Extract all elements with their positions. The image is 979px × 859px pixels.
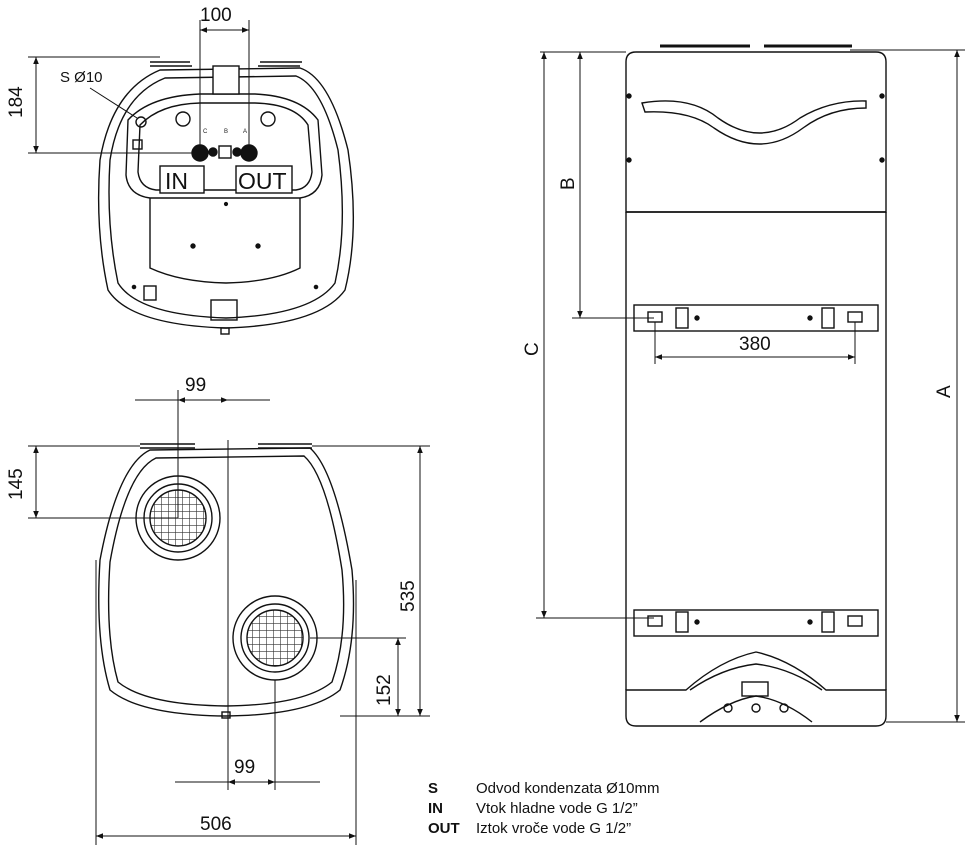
inlet-label-box <box>159 165 205 194</box>
legend-text: Iztok vroče vode G 1/2” <box>476 820 632 837</box>
legend-key: S <box>428 780 439 797</box>
legend-row-outlet: OUT Iztok vroče vode G 1/2” <box>428 819 659 839</box>
legend-row-inlet: IN Vtok hladne vode G 1/2” <box>428 799 659 819</box>
legend-key: IN <box>428 800 443 817</box>
outlet-label: OUT <box>238 168 287 194</box>
dim-bracket: 380 <box>739 334 771 355</box>
dim-b: B <box>558 177 579 190</box>
dim-bottom-width: 506 <box>200 814 232 835</box>
legend: S Odvod kondenzata Ø10mm IN Vtok hladne … <box>428 779 659 839</box>
bottom-view <box>28 390 430 845</box>
bottom-view-labels: 99 145 535 152 99 506 <box>6 375 419 835</box>
top-view <box>28 20 355 335</box>
dim-bottom-right-lower: 152 <box>374 674 395 706</box>
top-view-labels: 100 184 S Ø10 IN OUT C B A <box>6 5 287 194</box>
front-view-labels: A B C 380 <box>522 177 955 398</box>
dim-bottom-inner: 99 <box>234 757 255 778</box>
valve-letter-a: A <box>243 129 247 135</box>
dim-top-width: 100 <box>200 5 232 26</box>
legend-row-drain: S Odvod kondenzata Ø10mm <box>428 779 659 799</box>
front-view <box>536 44 965 727</box>
drain-label: S Ø10 <box>60 69 103 86</box>
valve-letter-c: C <box>203 129 208 135</box>
outlet-label-box <box>235 165 293 194</box>
dim-left-height: 184 <box>6 86 27 118</box>
inlet-label: IN <box>165 168 188 194</box>
dim-bottom-top: 99 <box>185 375 206 396</box>
valve-letter-b: B <box>224 129 228 135</box>
dim-bottom-right: 535 <box>398 580 419 612</box>
legend-text: Vtok hladne vode G 1/2” <box>476 800 638 817</box>
dim-a: A <box>934 385 955 398</box>
legend-key: OUT <box>428 820 460 837</box>
legend-text: Odvod kondenzata Ø10mm <box>476 780 660 797</box>
dim-bottom-left: 145 <box>6 468 27 500</box>
dim-c: C <box>522 342 543 356</box>
